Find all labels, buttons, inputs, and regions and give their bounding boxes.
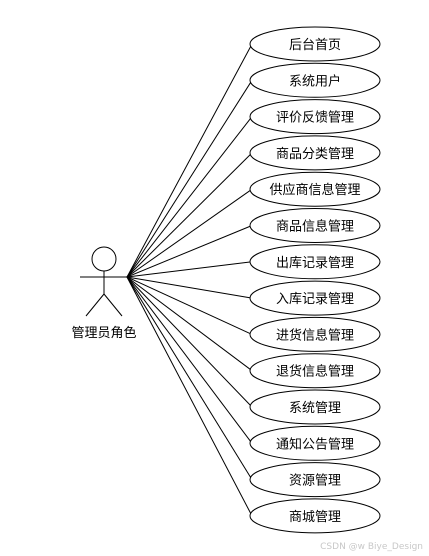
watermark: CSDN @w Biye_Design [320, 542, 423, 552]
association-line [126, 225, 253, 278]
association-line [126, 261, 253, 278]
use-case-ellipse [249, 171, 381, 207]
use-case: 出库记录管理 [249, 244, 381, 280]
association-lines [126, 43, 253, 517]
actor-label: 管理员角色 [71, 325, 136, 341]
association-line [126, 276, 253, 444]
use-case-ellipse [249, 389, 381, 425]
actor-head [91, 246, 117, 272]
association-line [126, 276, 253, 299]
use-case: 进货信息管理 [249, 316, 381, 352]
use-case: 资源管理 [249, 462, 381, 498]
actor-right-leg [103, 293, 123, 317]
use-case: 商品分类管理 [249, 135, 381, 171]
use-case: 退货信息管理 [249, 353, 381, 389]
use-case-ellipse [249, 62, 381, 98]
actor-figure: 管理员角色 [71, 246, 137, 341]
association-line [126, 43, 253, 278]
use-case-label: 评价反馈管理 [276, 111, 354, 126]
use-case-ellipse [249, 462, 381, 498]
use-case-ellipse [249, 316, 381, 352]
association-line [126, 152, 253, 278]
use-case-label: 进货信息管理 [276, 327, 354, 343]
use-case-label: 通知公告管理 [276, 436, 354, 452]
use-case-label: 商品分类管理 [276, 147, 354, 162]
use-case: 通知公告管理 [249, 425, 381, 461]
use-case-label: 出库记录管理 [276, 255, 354, 271]
use-case-list: 后台首页系统用户评价反馈管理商品分类管理供应商信息管理商品信息管理出库记录管理入… [249, 26, 381, 534]
use-case: 商城管理 [249, 498, 381, 534]
association-line [126, 276, 253, 372]
association-line [126, 80, 253, 278]
use-case: 系统管理 [249, 389, 381, 425]
association-line [126, 276, 253, 517]
use-case-label: 供应商信息管理 [269, 182, 360, 198]
association-line [126, 276, 253, 335]
use-case-ellipse [249, 280, 381, 316]
use-case-label: 入库记录管理 [276, 291, 354, 307]
use-case-label: 退货信息管理 [276, 364, 354, 380]
use-case-label: 资源管理 [289, 474, 341, 489]
use-case: 商品信息管理 [249, 208, 381, 243]
use-case-ellipse [249, 425, 381, 461]
use-case-label: 系统管理 [289, 401, 341, 416]
use-case-ellipse [249, 244, 381, 280]
use-case: 系统用户 [249, 62, 381, 98]
use-case: 供应商信息管理 [249, 171, 381, 207]
use-case-label: 商城管理 [289, 510, 341, 525]
use-case-ellipse [249, 498, 381, 534]
use-case-label: 商品信息管理 [276, 219, 354, 235]
use-case-ellipse [249, 99, 381, 135]
association-line [126, 276, 253, 480]
association-line [126, 116, 253, 278]
use-case-label: 系统用户 [289, 73, 341, 89]
use-case-ellipse [249, 208, 381, 243]
use-case-label: 后台首页 [289, 38, 341, 53]
use-case-ellipse [249, 353, 381, 389]
association-line [126, 188, 253, 278]
use-case-ellipse [249, 26, 381, 62]
use-case: 入库记录管理 [249, 280, 381, 316]
association-line [126, 276, 253, 408]
use-case: 后台首页 [249, 26, 381, 62]
actor-left-leg [85, 293, 105, 317]
use-case-ellipse [249, 135, 381, 171]
use-case: 评价反馈管理 [249, 99, 381, 135]
